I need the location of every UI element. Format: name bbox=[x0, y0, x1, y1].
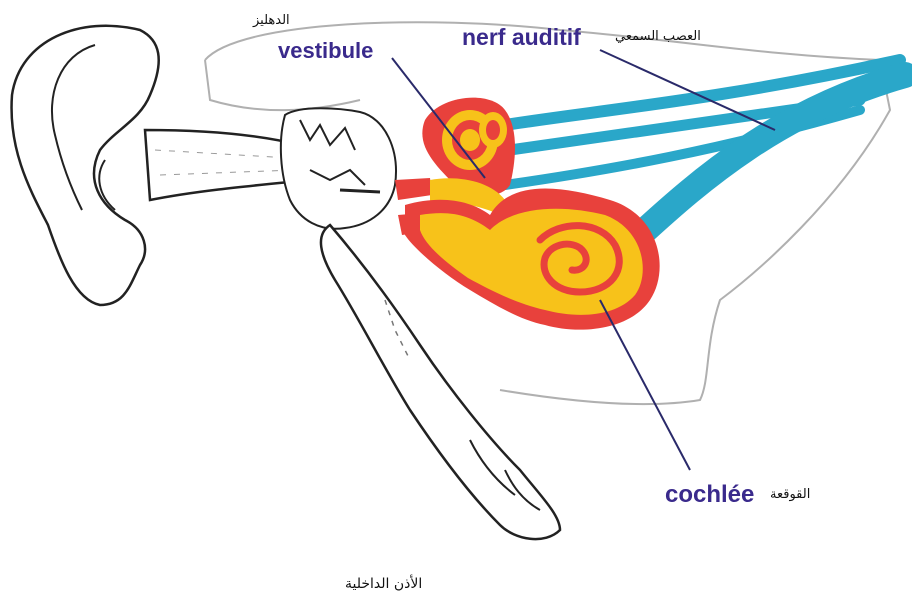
cochlea-pointer bbox=[600, 300, 690, 470]
diagram-caption: الأذن الداخلية bbox=[345, 574, 422, 592]
middle-ear bbox=[281, 108, 396, 229]
cochlea-label-fr: cochlée bbox=[665, 481, 754, 508]
nerve-label-fr: nerf auditif bbox=[462, 24, 581, 50]
outer-ear bbox=[12, 26, 159, 305]
nerve-label-ar: العصب السمعي bbox=[615, 29, 701, 44]
vestibule-label-ar: الدهليز bbox=[252, 13, 290, 28]
cochlea bbox=[405, 189, 660, 330]
oval-window bbox=[395, 178, 432, 200]
vestibule-label-fr: vestibule bbox=[278, 38, 373, 63]
cochlea-label-ar: القوقعة bbox=[770, 487, 810, 502]
skull-outline-left bbox=[205, 60, 360, 110]
